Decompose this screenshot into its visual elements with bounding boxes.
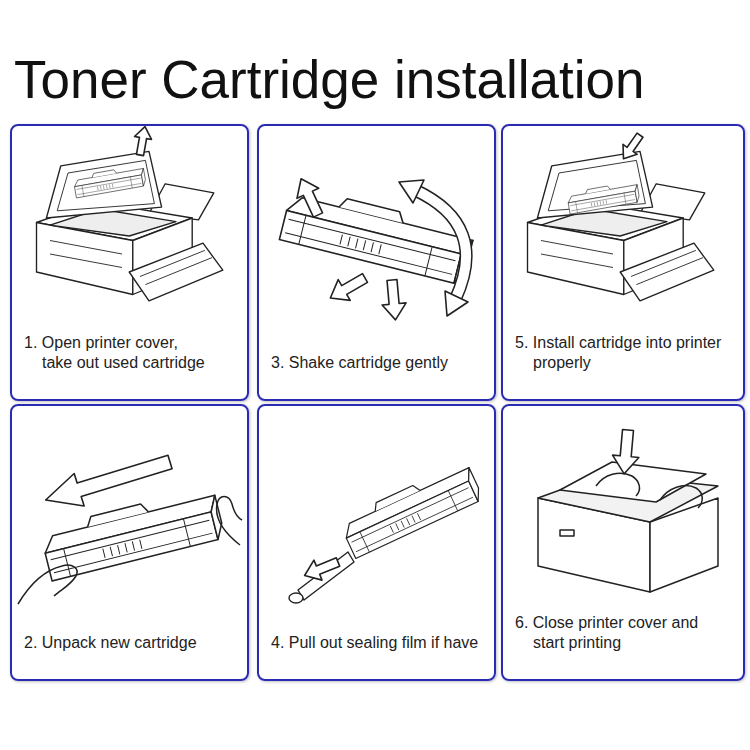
printer-lid bbox=[560, 462, 706, 502]
close-arrow bbox=[611, 429, 641, 475]
printer-install-illustration bbox=[528, 130, 714, 301]
printer-drawing bbox=[528, 151, 714, 300]
step-panel: 5. Install cartridge into printer proper… bbox=[501, 124, 745, 401]
step-caption: 1. Open printer cover, take out used car… bbox=[24, 333, 209, 373]
down-arrow bbox=[616, 130, 647, 164]
step-caption: 2. Unpack new cartridge bbox=[24, 633, 241, 653]
hand-drawing bbox=[596, 473, 639, 496]
unpack-illustration bbox=[18, 446, 242, 604]
film-tab bbox=[289, 593, 303, 603]
left-arrow bbox=[41, 446, 175, 517]
cartridge-drawing bbox=[73, 165, 147, 198]
step-panel: 1. Open printer cover, take out used car… bbox=[10, 124, 249, 401]
close-cover-illustration bbox=[538, 429, 718, 592]
hand-drawing bbox=[660, 486, 702, 508]
step-panel: 4. Pull out sealing film if have bbox=[257, 404, 496, 681]
shake-arrow bbox=[290, 174, 329, 220]
cartridge-drawing bbox=[566, 181, 640, 214]
hand-drawing bbox=[18, 565, 77, 604]
step-caption: 6. Close printer cover and start printin… bbox=[515, 613, 718, 653]
shake-arrow bbox=[380, 279, 407, 321]
arrow-head bbox=[399, 180, 424, 203]
step-caption: 3. Shake cartridge gently bbox=[271, 353, 488, 373]
up-arrow bbox=[131, 125, 153, 156]
step-panel: 2. Unpack new cartridge bbox=[10, 404, 249, 681]
cartridge-drawing bbox=[39, 486, 225, 581]
step-panel: 3. Shake cartridge gently bbox=[257, 124, 496, 401]
page-title: Toner Cartridge installation bbox=[14, 48, 644, 112]
printer-open-illustration bbox=[37, 125, 223, 301]
sealing-film-illustration bbox=[289, 461, 484, 603]
printer-button bbox=[560, 530, 574, 536]
step-caption: 5. Install cartridge into printer proper… bbox=[515, 333, 737, 373]
shake-arrow bbox=[324, 268, 371, 309]
step-panel: 6. Close printer cover and start printin… bbox=[501, 404, 745, 681]
shake-illustration bbox=[279, 174, 475, 321]
step-caption: 4. Pull out sealing film if have bbox=[271, 633, 488, 653]
curved-arrow-outline bbox=[415, 190, 466, 300]
pull-arrow bbox=[301, 552, 342, 586]
curved-arrow-body bbox=[415, 190, 466, 300]
sealing-film bbox=[298, 552, 354, 600]
cartridge-drawing bbox=[338, 461, 484, 559]
printer-drawing bbox=[37, 151, 223, 300]
hand-drawing bbox=[217, 497, 242, 546]
arrow-head bbox=[445, 291, 468, 316]
